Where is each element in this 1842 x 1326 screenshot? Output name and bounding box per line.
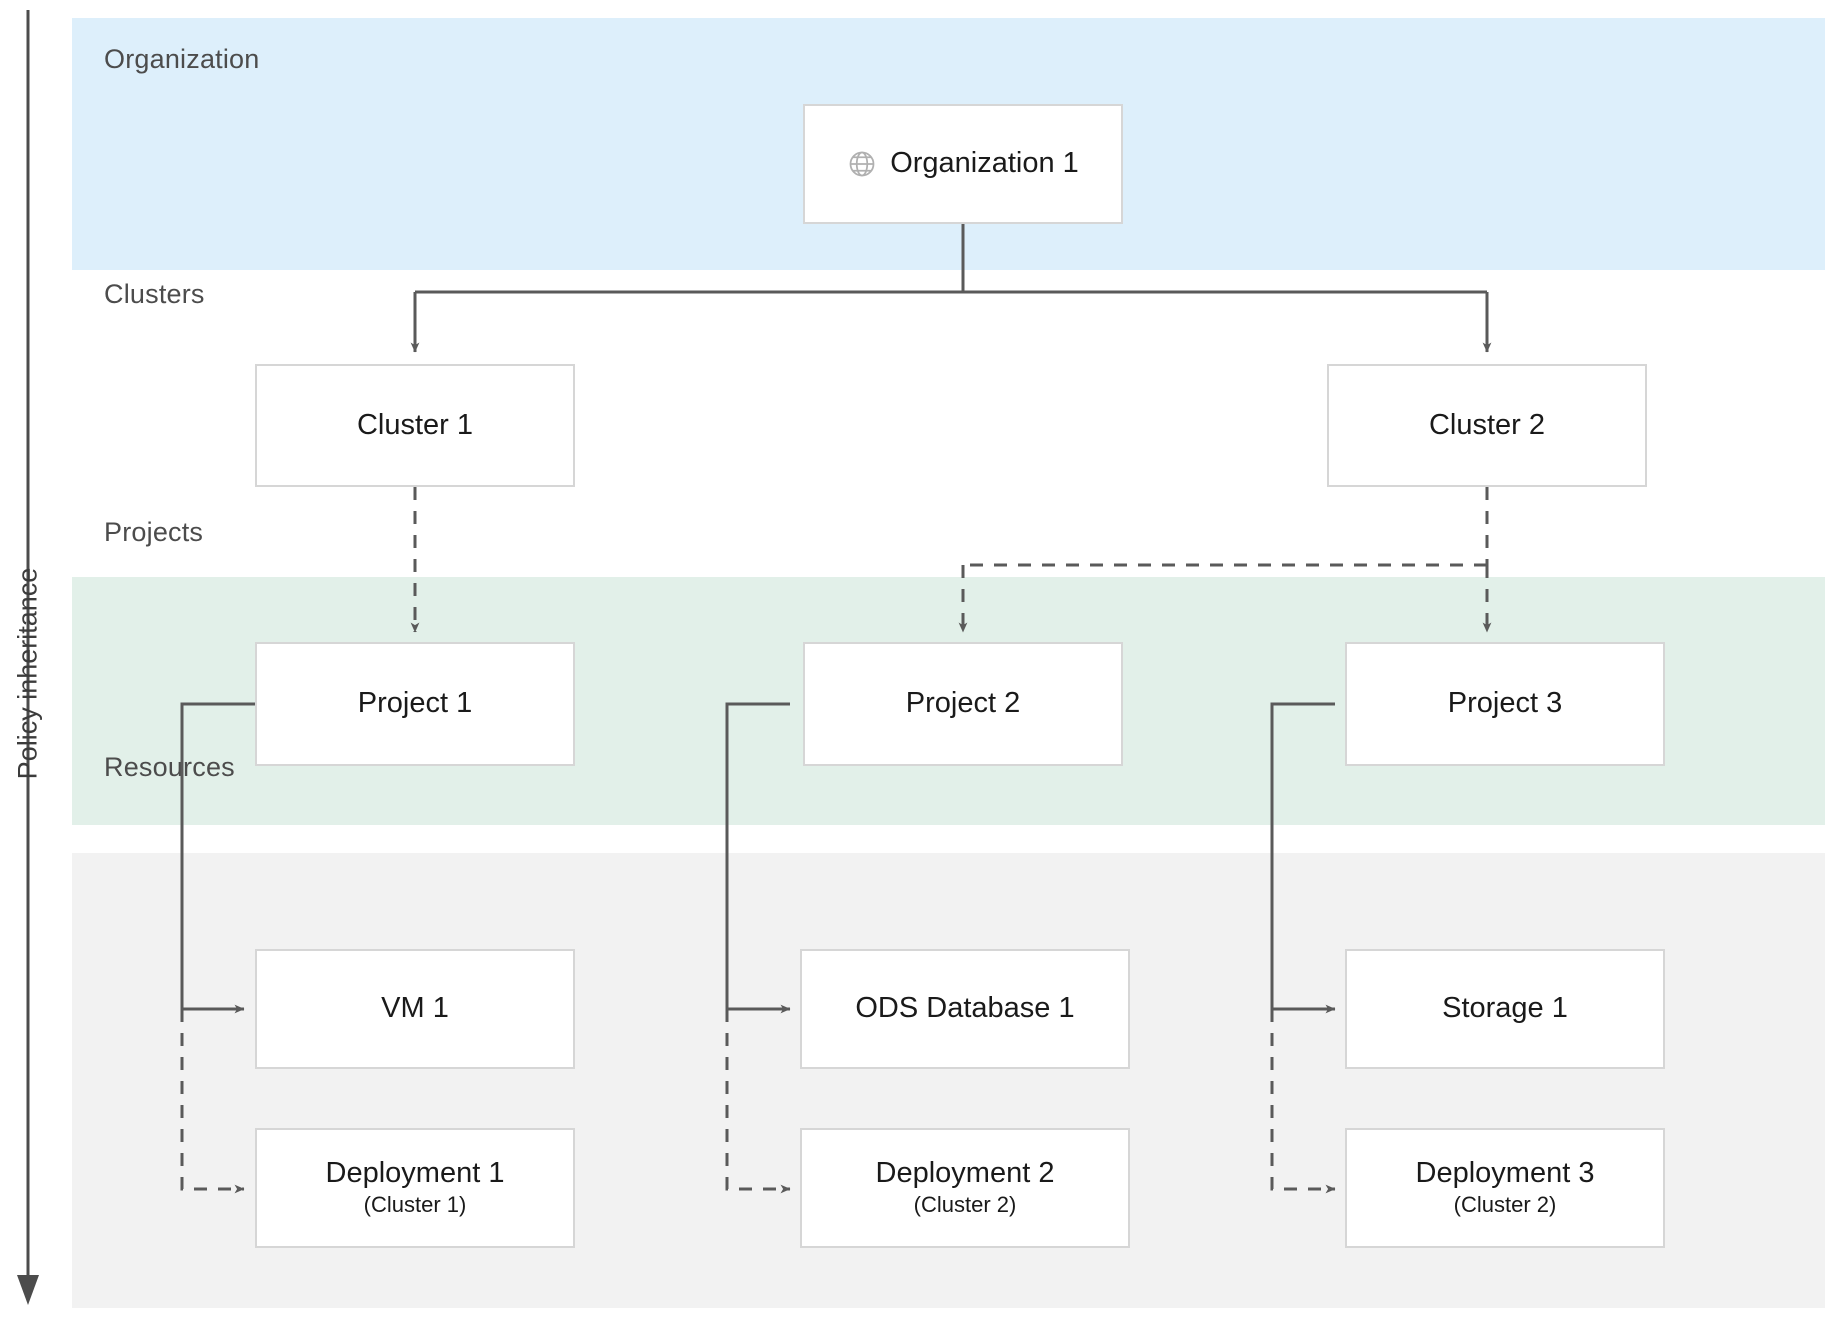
node-title: VM 1	[381, 992, 449, 1025]
node-vm-1[interactable]: VM 1	[255, 949, 575, 1069]
globe-icon	[847, 149, 877, 179]
node-sublabel: (Cluster 2)	[913, 1192, 1017, 1218]
node-organization-1[interactable]: Organization 1	[803, 104, 1123, 224]
node-label: VM 1	[381, 992, 449, 1025]
node-title: Project 2	[906, 687, 1020, 720]
node-label: Project 1	[357, 687, 473, 720]
band-label-clusters: Clusters	[104, 279, 205, 309]
node-label: ODS Database 1	[855, 992, 1075, 1025]
node-title: Deployment 3	[1416, 1157, 1595, 1190]
band-label-resources: Resources	[104, 752, 235, 782]
node-title: Project 1	[358, 687, 472, 720]
node-title: Cluster 2	[1429, 409, 1545, 442]
node-label: Deployment 3	[1415, 1157, 1595, 1190]
node-ods-database-1[interactable]: ODS Database 1	[800, 949, 1130, 1069]
node-project-2[interactable]: Project 2	[803, 642, 1123, 766]
node-deployment-1[interactable]: Deployment 1 (Cluster 1)	[255, 1128, 575, 1248]
node-label: Deployment 1	[325, 1157, 505, 1190]
node-storage-1[interactable]: Storage 1	[1345, 949, 1665, 1069]
node-deployment-2[interactable]: Deployment 2 (Cluster 2)	[800, 1128, 1130, 1248]
node-title: Deployment 1	[326, 1157, 505, 1190]
policy-inheritance-label: Policy inheritance	[12, 567, 43, 780]
down-arrow-icon	[17, 1275, 39, 1305]
policy-inheritance-axis	[17, 10, 39, 1305]
node-title: Project 3	[1448, 687, 1562, 720]
node-title: Organization 1	[847, 147, 1079, 180]
node-label: Cluster 1	[356, 408, 474, 441]
node-label: Cluster 2	[1428, 408, 1546, 441]
node-title: Storage 1	[1442, 992, 1568, 1025]
node-project-3[interactable]: Project 3	[1345, 642, 1665, 766]
node-label: Storage 1	[1442, 992, 1568, 1025]
node-label: Organization 1	[890, 147, 1079, 180]
band-label-projects: Projects	[104, 517, 204, 547]
node-cluster-1[interactable]: Cluster 1	[255, 364, 575, 487]
node-title: ODS Database 1	[855, 992, 1074, 1025]
node-title: Deployment 2	[876, 1157, 1055, 1190]
node-sublabel: (Cluster 2)	[1453, 1192, 1557, 1218]
band-label-organization: Organization	[104, 44, 260, 74]
node-label: Project 2	[905, 687, 1021, 720]
node-cluster-2[interactable]: Cluster 2	[1327, 364, 1647, 487]
node-sublabel: (Cluster 1)	[363, 1192, 467, 1218]
node-deployment-3[interactable]: Deployment 3 (Cluster 2)	[1345, 1128, 1665, 1248]
node-label: Deployment 2	[875, 1157, 1055, 1190]
node-label: Project 3	[1447, 687, 1563, 720]
node-title: Cluster 1	[357, 409, 473, 442]
node-project-1[interactable]: Project 1	[255, 642, 575, 766]
